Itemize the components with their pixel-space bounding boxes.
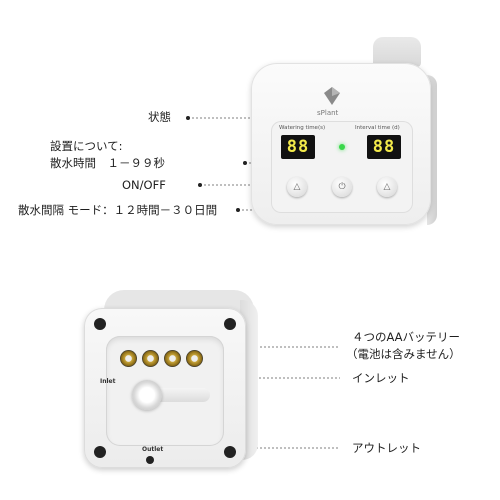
battery-compartment	[106, 336, 224, 446]
interval-time-caption: Interval time (d)	[355, 125, 400, 131]
control-panel: Watering time(s) Interval time (d) 88 88…	[271, 121, 413, 213]
watering-time-up-button[interactable]: △	[287, 177, 307, 197]
watering-time-caption: Watering time(s)	[279, 125, 326, 131]
outlet-port	[146, 456, 154, 464]
device-back-face: Inlet Outlet	[84, 308, 246, 468]
inlet-marking: Inlet	[100, 378, 116, 385]
status-led	[339, 144, 345, 150]
rubber-foot	[224, 318, 236, 330]
onoff-label: ON/OFF	[122, 178, 166, 192]
batteries-note-label: （電池は含みません）	[346, 347, 461, 361]
splant-logo-icon	[324, 87, 340, 105]
brand-name: sPlant	[317, 109, 339, 117]
rubber-foot	[224, 446, 236, 458]
device-side	[427, 75, 437, 225]
outlet-marking: Outlet	[142, 446, 164, 453]
interval-time-up-button[interactable]: △	[377, 177, 397, 197]
inlet-port	[132, 380, 162, 410]
watering-time-display: 88	[281, 135, 315, 159]
device-top-cap	[373, 37, 421, 67]
settings-title-label: 設置について:	[50, 139, 123, 153]
inlet-label: インレット	[352, 371, 410, 385]
rubber-foot	[94, 446, 106, 458]
inlet-tube	[150, 388, 210, 402]
interval-time-display: 88	[367, 135, 401, 159]
device-body: sPlant Watering time(s) Interval time (d…	[251, 63, 431, 225]
battery-slot	[164, 350, 181, 367]
batteries-label: ４つのAAバッテリー	[352, 330, 461, 344]
outlet-label: アウトレット	[352, 441, 421, 455]
battery-slot	[120, 350, 137, 367]
battery-slot	[142, 350, 159, 367]
rubber-foot	[94, 318, 106, 330]
interval-mode-label: 散水間隔 モード：１２時間－３０日間	[18, 203, 218, 217]
power-button[interactable]: ⏻	[332, 177, 352, 197]
watering-time-label: 散水時間 １－９９秒	[50, 156, 165, 170]
status-label: 状態	[148, 110, 171, 124]
timer-device-back: Inlet Outlet	[80, 290, 260, 470]
timer-device-front: sPlant Watering time(s) Interval time (d…	[245, 37, 445, 225]
battery-slot	[186, 350, 203, 367]
